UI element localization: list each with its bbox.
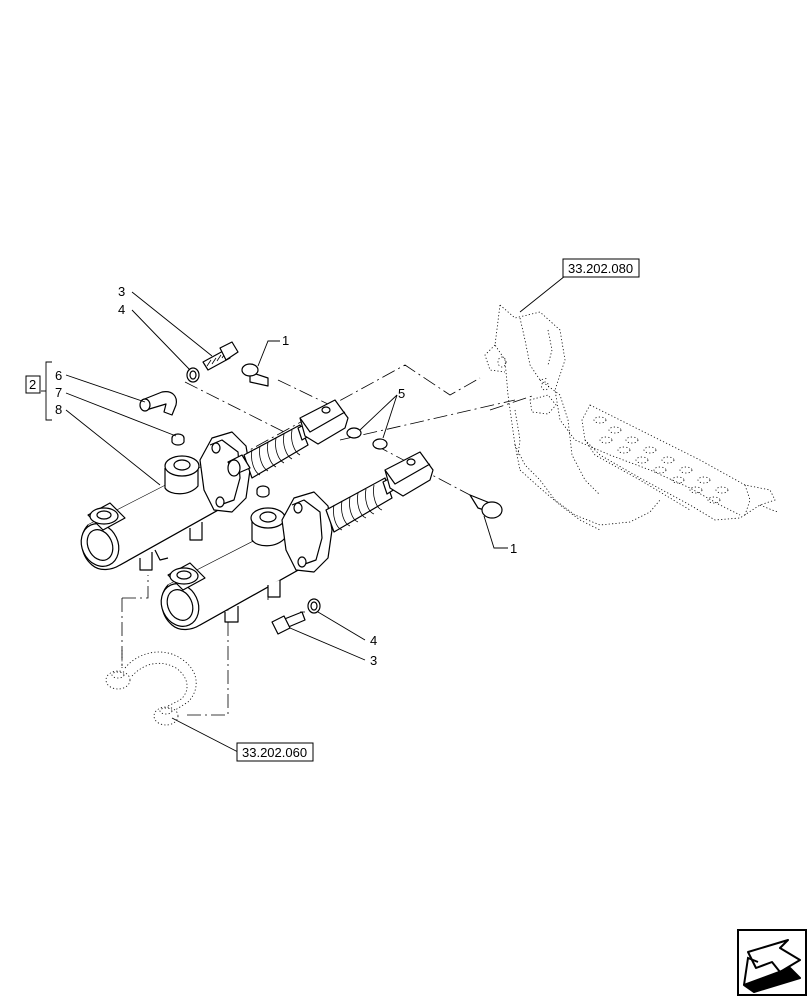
callout-4-lower: 4 bbox=[370, 633, 377, 648]
callout-1-upper: 1 bbox=[282, 333, 289, 348]
callout-3-upper: 3 bbox=[118, 284, 125, 299]
reference-line[interactable]: 33.202.060 bbox=[236, 742, 314, 762]
brake-pipe-reference bbox=[105, 650, 197, 726]
callout-2-box bbox=[25, 375, 41, 394]
callout-1-lower: 1 bbox=[510, 541, 517, 556]
callout-labels: 3 4 1 5 6 7 8 2 1 4 3 bbox=[25, 284, 517, 668]
reference-box-pedal[interactable] bbox=[562, 258, 640, 278]
master-cylinder-front bbox=[160, 451, 434, 631]
small-parts bbox=[139, 341, 503, 635]
callout-8: 8 bbox=[55, 402, 62, 417]
reference-box-line[interactable] bbox=[236, 742, 314, 762]
callout-6: 6 bbox=[55, 368, 62, 383]
reference-label-line: 33.202.060 bbox=[242, 745, 307, 760]
callout-3-lower: 3 bbox=[370, 653, 377, 668]
reference-pedal[interactable]: 33.202.080 bbox=[562, 258, 640, 278]
callout-7: 7 bbox=[55, 385, 62, 400]
callout-4-upper: 4 bbox=[118, 302, 125, 317]
navigation-arrow-icon[interactable] bbox=[737, 929, 807, 996]
callout-2: 2 bbox=[29, 377, 36, 392]
master-cylinder-rear bbox=[80, 399, 349, 571]
pedal-assembly-reference bbox=[484, 304, 779, 531]
reference-label-pedal: 33.202.080 bbox=[568, 261, 633, 276]
callout-5: 5 bbox=[398, 386, 405, 401]
leader-lines bbox=[41, 275, 566, 753]
